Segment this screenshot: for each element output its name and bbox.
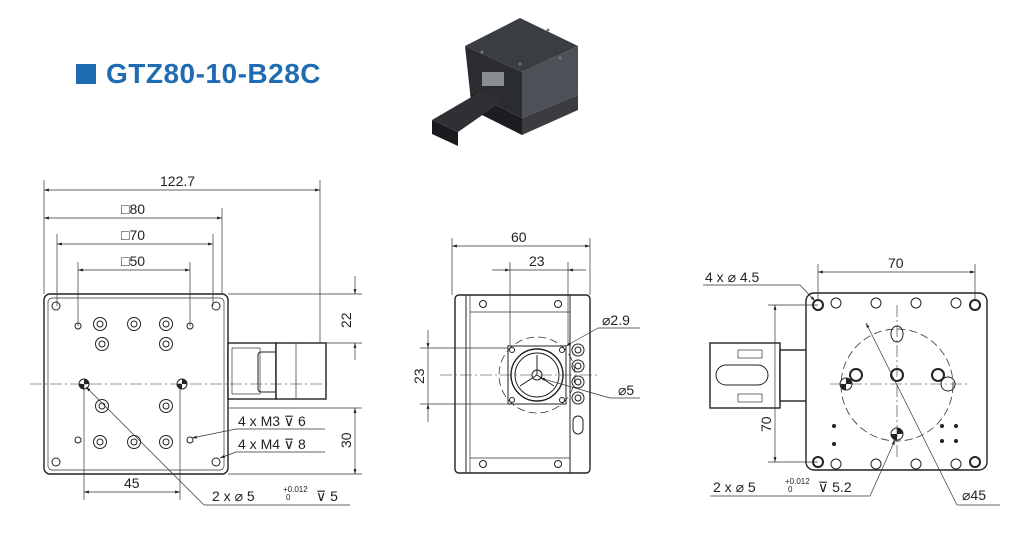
callout-pin-bottom: 2 x ⌀ 5 [713, 479, 756, 495]
dim-60: 60 [511, 229, 527, 245]
callout-pin: 2 x ⌀ 5 [212, 488, 255, 504]
dim-22: 22 [338, 312, 354, 328]
title-bullet-icon [76, 64, 96, 84]
top-view: 122.7 □80 □70 □50 22 30 45 4 x M3 ⊽ 6 4 … [30, 173, 362, 506]
callout-d5: ⌀5 [618, 382, 634, 398]
dim-square-80: □80 [121, 201, 145, 217]
callout-pin-depth: ⊽ 5 [316, 488, 338, 504]
dim-square-50: □50 [121, 253, 145, 269]
model-title: GTZ80-10-B28C [76, 58, 321, 90]
callout-m3: 4 x M3 ⊽ 6 [238, 413, 306, 429]
dim-overall-length: 122.7 [160, 173, 195, 189]
dim-70-vertical: 70 [758, 416, 774, 432]
callout-holes-4-5: 4 x ⌀ 4.5 [705, 269, 760, 285]
dim-30: 30 [338, 432, 354, 448]
model-name: GTZ80-10-B28C [106, 58, 322, 89]
bottom-view: 70 70 4 x ⌀ 4.5 2 x ⌀ 5 +0.012 0 ⊽ 5.2 ⌀… [703, 255, 1000, 506]
side-view: 60 23 23 ⌀2.9 ⌀5 [411, 229, 640, 474]
callout-d45: ⌀45 [962, 487, 986, 503]
dim-23-horizontal: 23 [529, 253, 545, 269]
dim-70-horizontal: 70 [888, 255, 904, 271]
callout-d2-9: ⌀2.9 [602, 312, 630, 328]
callout-pin-bottom-tol-lower: 0 [788, 485, 793, 494]
dim-square-70: □70 [121, 227, 145, 243]
callout-pin-bottom-tol-upper: +0.012 [785, 477, 810, 486]
callout-pin-tol-upper: +0.012 [283, 485, 308, 494]
callout-m4: 4 x M4 ⊽ 8 [238, 436, 306, 452]
dim-45: 45 [124, 475, 140, 491]
dim-23-vertical: 23 [411, 368, 427, 384]
product-render [432, 18, 578, 146]
callout-pin-tol-lower: 0 [286, 493, 291, 502]
callout-pin-bottom-depth: ⊽ 5.2 [818, 479, 852, 495]
